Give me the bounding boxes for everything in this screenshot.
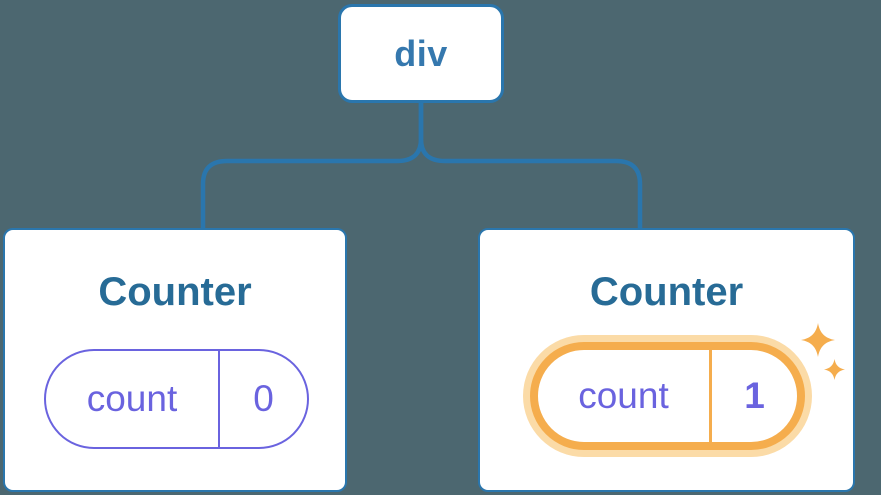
component-card-counter-right: Counter count 1 [478,228,855,492]
state-pill-value-segment: 0 [220,351,307,447]
state-pill-value-segment: 1 [712,350,797,442]
state-key-label: count [578,375,669,416]
component-card-counter-left: Counter count 0 [3,228,347,492]
component-title: Counter [98,270,252,314]
sparkle-icon [824,359,845,380]
state-value-label: 1 [744,375,765,416]
component-title: Counter [589,270,744,314]
tree-node-div-label: div [394,32,448,74]
state-pill-highlighted: count 1 [530,342,805,450]
sparkle-icon [801,323,835,357]
state-value-label: 0 [253,378,274,419]
tree-node-div: div [338,4,504,103]
state-pill: count 0 [44,349,309,449]
state-key-label: count [86,378,178,419]
state-pill-key-segment: count [46,351,220,447]
state-pill-key-segment: count [538,350,712,442]
